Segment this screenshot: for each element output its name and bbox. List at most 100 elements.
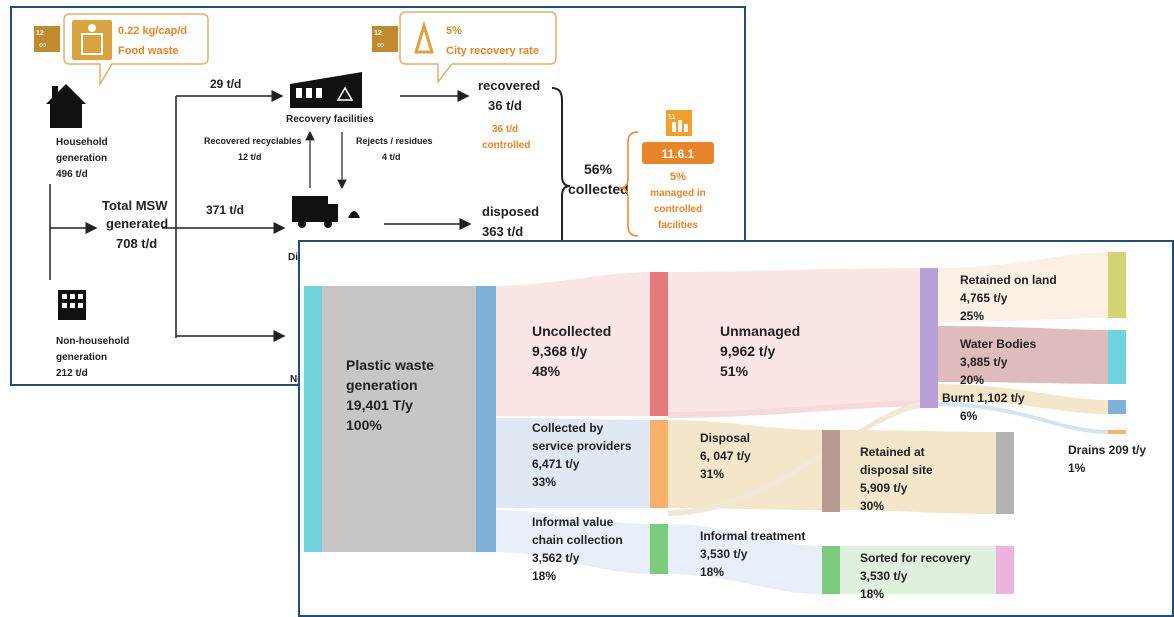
controlled-value: 36 t/d (492, 124, 518, 135)
recovered-value: 36 t/d (488, 98, 522, 113)
flow-water-bodies (936, 326, 1108, 384)
sorted-recovery-label: Sorted for recovery (860, 551, 971, 565)
collected-label: collected (568, 181, 629, 197)
house-icon (46, 84, 86, 128)
sdg12-icon: 12 ∞ (34, 26, 60, 52)
retained-disposal-pct: 30% (860, 499, 884, 513)
managed-bracket (619, 131, 639, 237)
plastic-sankey-diagram: Plastic waste generation 19,401 T/y 100%… (304, 252, 1146, 601)
flow-to-recovery: 29 t/d (210, 77, 241, 91)
sdg12-icon-2: 12 ∞ (372, 26, 398, 52)
flow-informal-treatment (668, 524, 822, 594)
building-icon (58, 290, 86, 320)
total-msw-value: 708 t/d (116, 236, 157, 251)
node-informal-treatment (822, 546, 840, 594)
generation-value: 19,401 T/y (346, 397, 413, 413)
plastic-sankey-panel: Plastic waste generation 19,401 T/y 100%… (298, 240, 1174, 617)
city-recovery-callout: 5% City recovery rate (399, 11, 557, 85)
informal-collection-pct: 18% (532, 569, 556, 583)
svg-text:12: 12 (374, 30, 382, 37)
factory-icon (290, 72, 362, 108)
generation-label-2: generation (346, 377, 418, 393)
total-msw-label-2: generated (106, 216, 168, 231)
flow-collected-leak (668, 400, 920, 418)
generation-label-1: Plastic waste (346, 357, 434, 373)
water-bodies-label: Water Bodies (960, 337, 1037, 351)
managed-label-3: facilities (658, 220, 698, 231)
flow-retained-land (936, 252, 1108, 322)
unmanaged-value: 9,962 t/y (720, 343, 775, 359)
disposal-label: Disposal (700, 431, 750, 445)
node-drains (1108, 430, 1126, 434)
food-waste-callout: 0.22 kg/cap/d Food waste (63, 13, 209, 87)
uncollected-value: 9,368 t/y (532, 343, 587, 359)
recycle-icon (413, 20, 435, 54)
sdg11-icon: 11 (666, 110, 692, 136)
node-disposal (822, 430, 840, 512)
flow-collected (496, 418, 650, 508)
node-generation-edge (476, 286, 496, 552)
disposed-label: disposed (482, 204, 539, 219)
unmanaged-pct: 51% (720, 363, 749, 379)
node-retained-land (1108, 252, 1126, 318)
non-label-partial: No (290, 374, 303, 385)
flow-burnt (936, 384, 1108, 414)
node-unmanaged (920, 268, 938, 408)
msw-flow-diagram: 12 ∞ 0.22 kg/cap/d Food waste 12 ∞ 5% Ci… (34, 11, 714, 385)
water-bodies-pct: 20% (960, 373, 984, 387)
retained-disposal-label-2: disposal site (860, 463, 933, 477)
generation-pct: 100% (346, 417, 382, 433)
flow-disposal (668, 420, 822, 510)
food-waste-label: Food waste (118, 45, 179, 57)
node-sorted-recovery (996, 546, 1014, 594)
household-label-1: Household (56, 137, 108, 148)
managed-label-2: controlled (654, 204, 702, 215)
retained-land-value: 4,765 t/y (960, 291, 1008, 305)
sdg-indicator-badge (642, 142, 714, 164)
truck-icon (292, 196, 360, 228)
managed-value: 5% (670, 171, 686, 183)
collected-bracket (551, 87, 571, 255)
flow-drains (936, 402, 1108, 434)
recovery-facilities-label: Recovery facilities (286, 114, 374, 125)
sdg-indicator-text: 11.6.1 (662, 147, 695, 161)
node-water-bodies (1108, 330, 1126, 384)
uncollected-label: Uncollected (532, 323, 611, 339)
collected-sp-pct: 33% (532, 475, 556, 489)
collected-sp-label-1: Collected by (532, 421, 604, 435)
disposal-value: 6, 047 t/y (700, 449, 751, 463)
svg-text:12: 12 (36, 30, 44, 37)
informal-treatment-pct: 18% (700, 565, 724, 579)
collected-value: 56% (584, 161, 613, 177)
node-uncollected (650, 272, 668, 416)
nonhousehold-label-1: Non-household (56, 336, 129, 347)
flow-uncollected (496, 272, 650, 416)
sankey-flows (496, 252, 1108, 594)
flow-unmanaged (668, 268, 920, 416)
uncollected-pct: 48% (532, 363, 561, 379)
retained-land-pct: 25% (960, 309, 984, 323)
nonhousehold-label-2: generation (56, 352, 107, 363)
informal-treatment-label: Informal treatment (700, 529, 805, 543)
flow-to-disposal: 371 t/d (206, 203, 244, 217)
nonhousehold-value: 212 t/d (56, 368, 88, 379)
informal-collection-value: 3,562 t/y (532, 551, 580, 565)
unmanaged-label: Unmanaged (720, 323, 800, 339)
disposed-value: 363 t/d (482, 224, 523, 239)
rejects-label: Rejects / residues (356, 136, 433, 146)
node-burnt (1108, 400, 1126, 414)
node-generation (322, 286, 476, 552)
city-recovery-label: City recovery rate (446, 45, 539, 57)
node-informal-collection (650, 524, 668, 574)
disposal-pct: 31% (700, 467, 724, 481)
food-waste-value: 0.22 kg/cap/d (118, 25, 187, 37)
informal-collection-label-1: Informal value (532, 515, 614, 529)
drains-label: Drains 209 t/y (1068, 443, 1146, 457)
flow-retained-disposal (840, 430, 996, 514)
svg-text:11: 11 (668, 114, 676, 121)
informal-treatment-value: 3,530 t/y (700, 547, 748, 561)
water-bodies-value: 3,885 t/y (960, 355, 1008, 369)
managed-label-1: managed in (650, 188, 706, 199)
burnt-pct: 6% (960, 409, 978, 423)
sorted-recovery-pct: 18% (860, 587, 884, 601)
